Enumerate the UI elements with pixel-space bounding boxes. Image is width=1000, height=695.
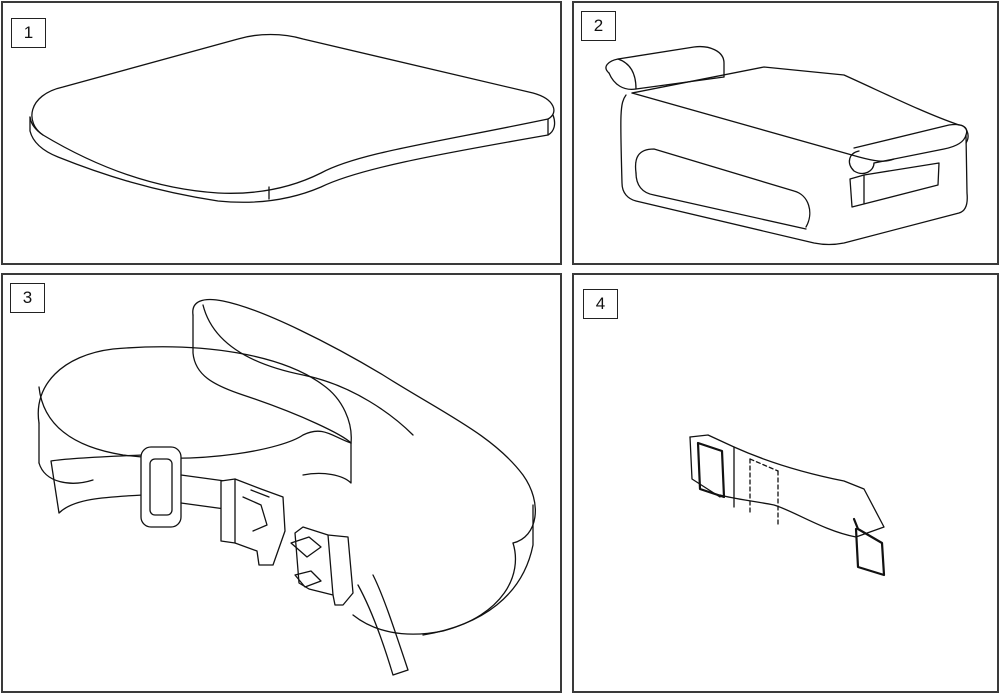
cushion-cover-icon <box>605 45 969 246</box>
panel-2: 2 <box>572 1 999 265</box>
strap-icon <box>689 434 886 577</box>
panel-4: 4 <box>572 273 999 693</box>
buckle-belt-icon <box>37 298 536 676</box>
panel-1: 1 <box>1 1 562 265</box>
panel-number-2: 2 <box>581 11 616 41</box>
panel-3: 3 <box>1 273 562 693</box>
panel-number-1: 1 <box>11 18 46 48</box>
seat-cushion-icon <box>29 33 556 203</box>
panel-number-4: 4 <box>583 289 618 319</box>
panel-number-3: 3 <box>10 283 45 313</box>
